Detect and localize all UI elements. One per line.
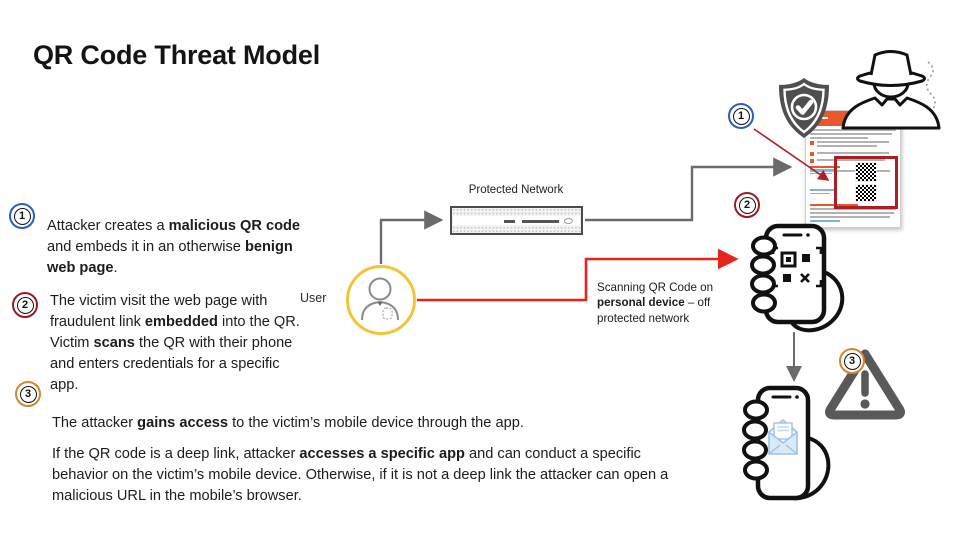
bullet-icon — [810, 151, 814, 156]
step-1-number: 1 — [13, 207, 31, 225]
deep-link-note: If the QR code is a deep link, attacker … — [52, 445, 669, 504]
qr-code-icon — [855, 184, 877, 202]
diagram-badge-1-number: 1 — [732, 107, 750, 125]
mail-glyph — [768, 419, 798, 455]
shield-check-icon — [776, 76, 832, 145]
page-title: QR Code Threat Model — [33, 40, 321, 70]
person-icon — [361, 277, 399, 321]
phone-mail-icon — [728, 376, 843, 521]
diagram-badge-1: 1 — [728, 103, 754, 129]
server-dash — [522, 220, 559, 223]
server-port — [564, 218, 573, 224]
arrow-network-to-webpage — [585, 157, 793, 222]
diagram-badge-2-number: 2 — [738, 196, 756, 214]
step-2-badge: 2 — [12, 292, 38, 318]
diagram-badge-3-number: 3 — [843, 352, 861, 370]
spy-icon — [838, 44, 943, 135]
warning-icon — [823, 347, 907, 428]
scan-note: Scanning QR Code on personal device – of… — [597, 280, 714, 325]
server-icon — [450, 206, 583, 235]
webpage-link-text — [810, 169, 837, 176]
step-2-text: The victim visit the web page with fraud… — [50, 292, 300, 393]
webpage-link-text — [810, 189, 837, 196]
step-1-text: Attacker creates a malicious QR code and… — [47, 217, 301, 276]
diagram-badge-2: 2 — [734, 192, 760, 218]
phone-scan-icon — [744, 220, 854, 343]
step-1-badge: 1 — [9, 203, 35, 229]
arrow-user-to-network — [379, 210, 444, 264]
user-label: User — [300, 291, 327, 305]
qr-highlight-box — [834, 156, 898, 209]
diagram-badge-3: 3 — [839, 348, 865, 374]
step-3-number: 3 — [19, 385, 37, 403]
step-3-text: The attacker gains access to the victim’… — [52, 414, 524, 431]
step-2-number: 2 — [16, 296, 34, 314]
qr-code-icon — [855, 162, 877, 182]
protected-network-label: Protected Network — [468, 184, 564, 196]
bullet-icon — [810, 158, 814, 163]
user-icon — [346, 265, 416, 335]
step-3-badge: 3 — [15, 381, 41, 407]
server-dash — [504, 220, 515, 223]
